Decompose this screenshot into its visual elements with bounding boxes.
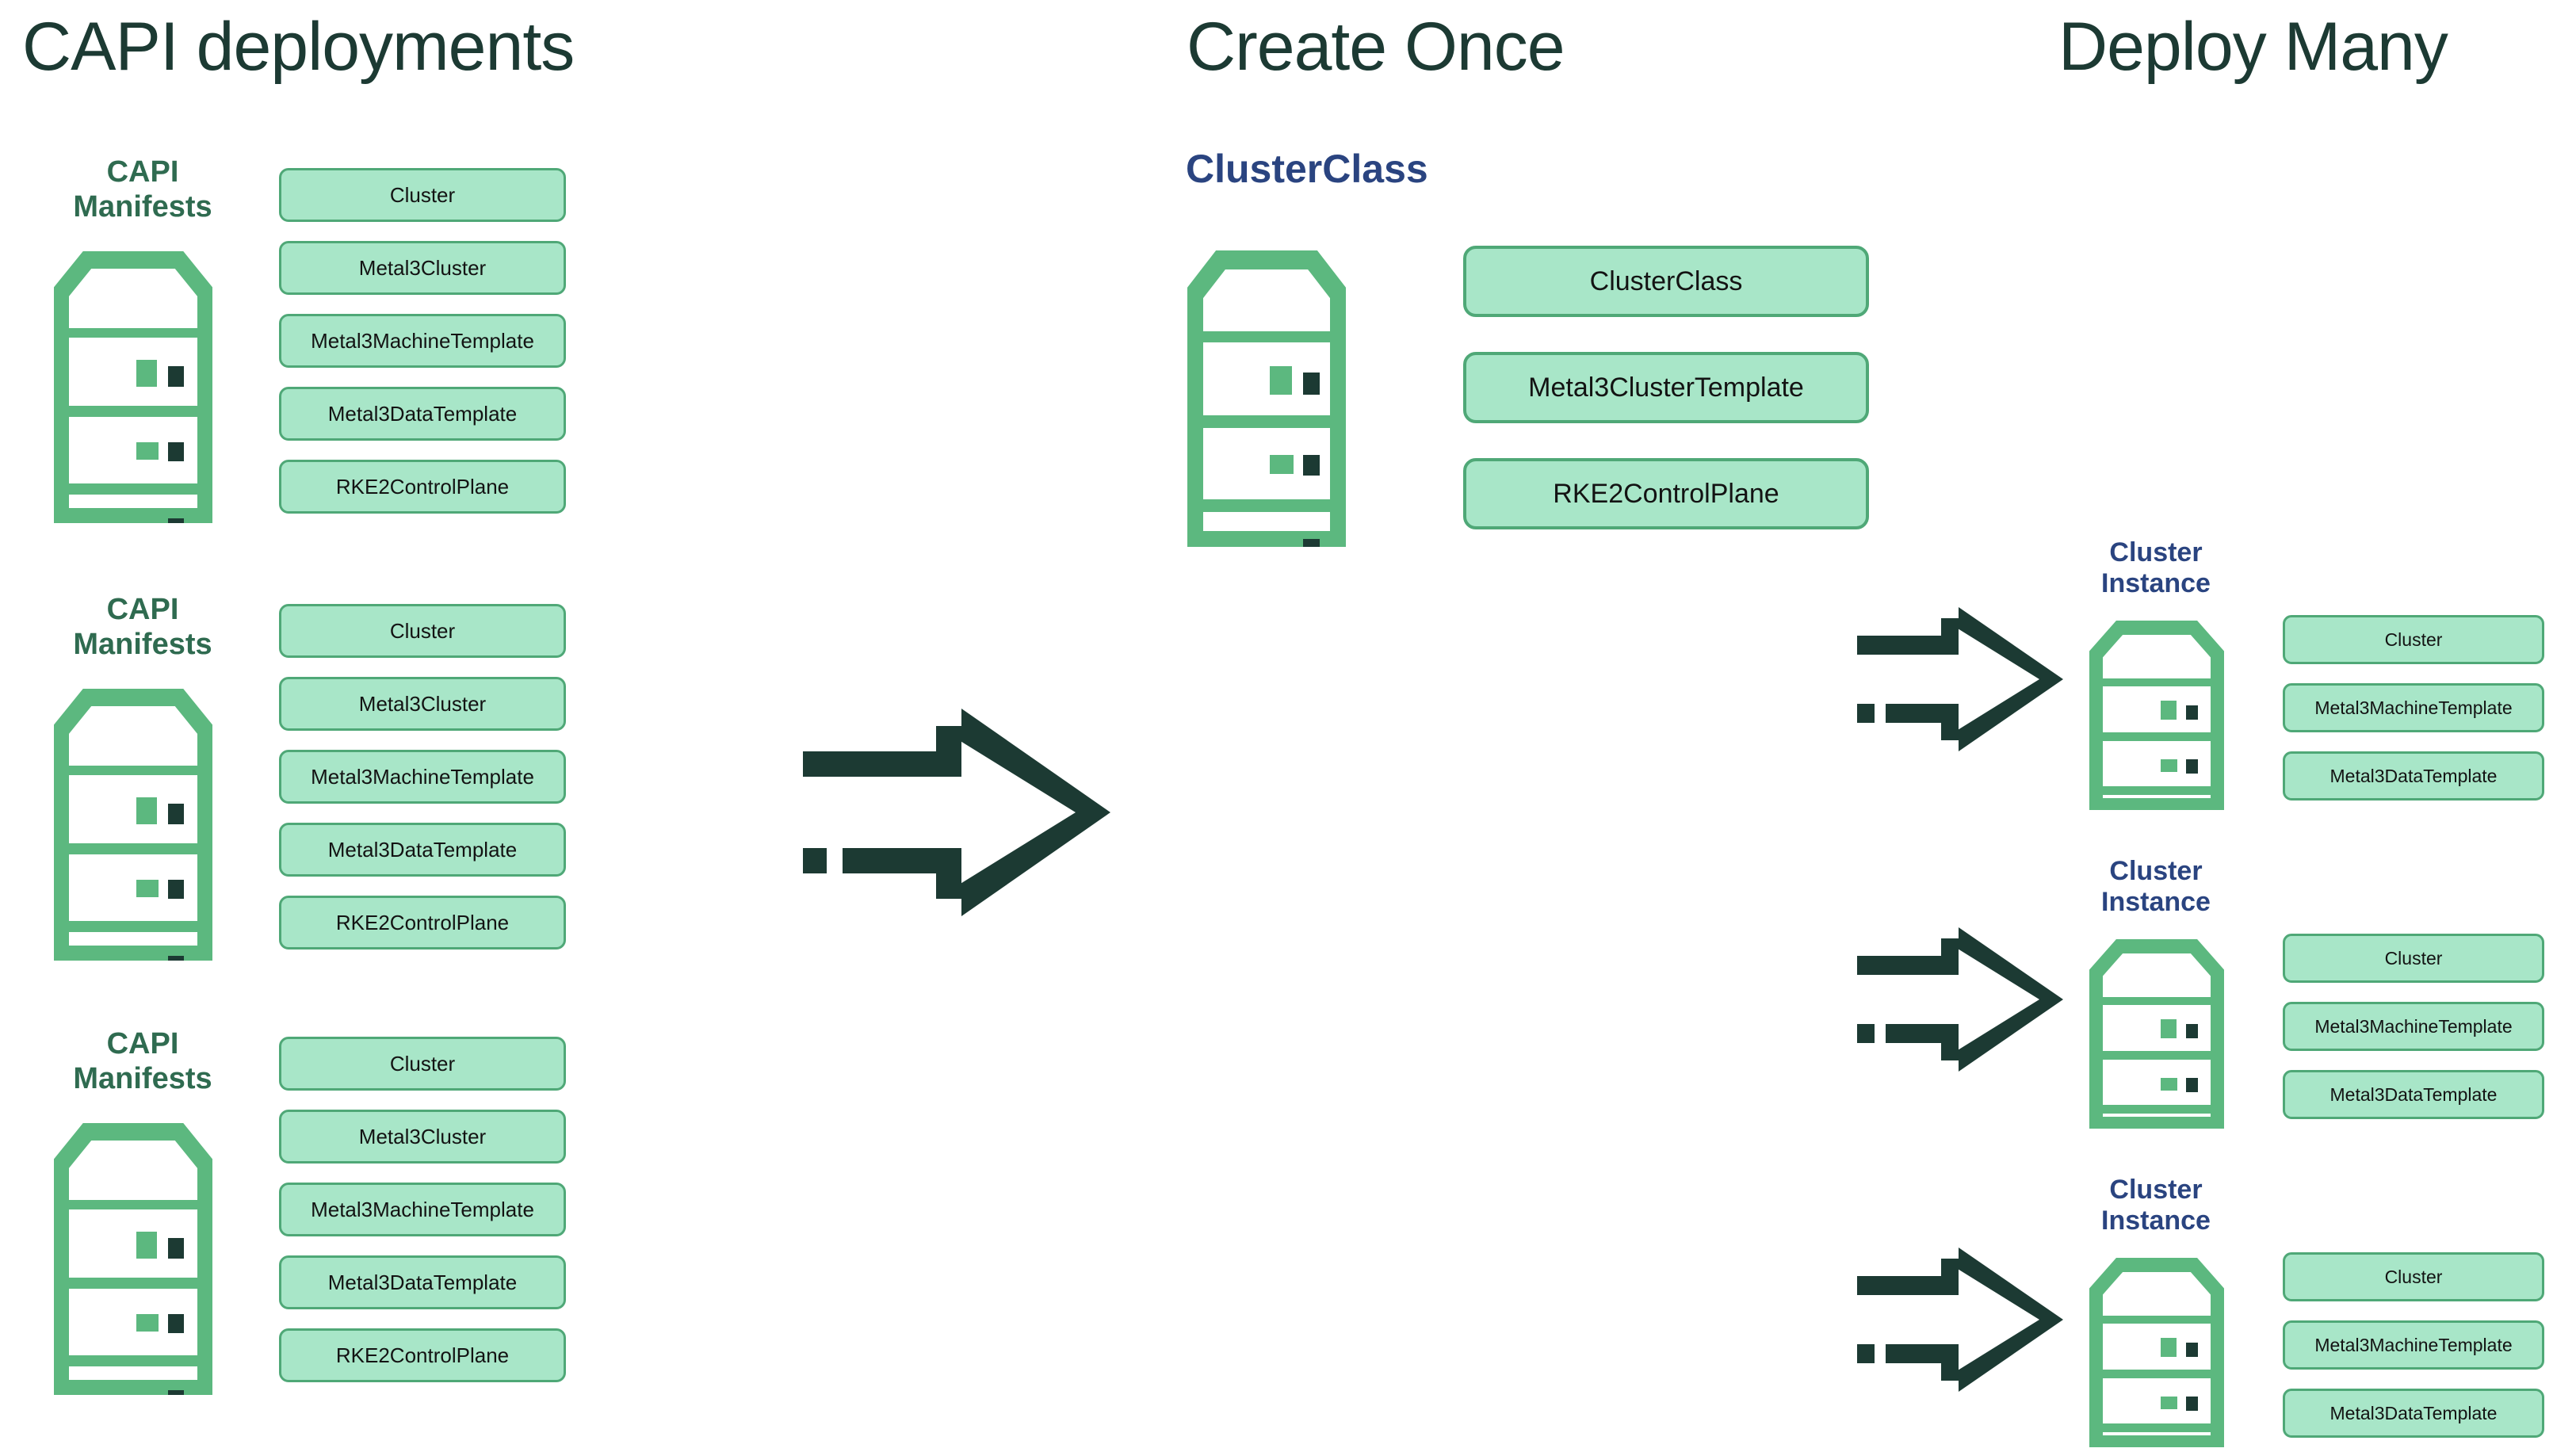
manifest-box: RKE2ControlPlane [279,896,566,950]
clusterclass-box: ClusterClass [1463,246,1869,317]
server-rack-icon [54,230,212,523]
dashed-outline-arrow-right-icon [1852,604,2066,755]
instance-box: Metal3MachineTemplate [2283,1320,2544,1370]
manifest-box: Cluster [279,168,566,222]
group-caption-cluster-instance-1: Cluster Instance [2101,537,2211,599]
server-rack-icon [2089,607,2224,810]
instance-box: Cluster [2283,1252,2544,1301]
dashed-outline-arrow-right-icon [1852,1244,2066,1395]
manifest-box: Metal3MachineTemplate [279,750,566,804]
heading-capi-deployments: CAPI deployments [22,9,575,85]
instance-box: Cluster [2283,934,2544,983]
group-caption-cluster-instance-2: Cluster Instance [2101,856,2211,918]
dashed-outline-arrow-right-icon [797,705,1114,919]
group-caption-capi-manifests-1: CAPI Manifests [73,155,212,224]
manifest-box: Cluster [279,1037,566,1091]
heading-deploy-many: Deploy Many [2058,9,2448,85]
instance-box: Metal3DataTemplate [2283,1389,2544,1438]
server-rack-icon [54,1102,212,1395]
manifest-box: Metal3DataTemplate [279,387,566,441]
instance-box: Metal3DataTemplate [2283,751,2544,801]
manifest-box: Metal3Cluster [279,677,566,731]
manifest-box: Metal3DataTemplate [279,1255,566,1309]
heading-create-once: Create Once [1187,9,1565,85]
instance-box: Cluster [2283,615,2544,664]
server-rack-icon [2089,1244,2224,1447]
manifest-box: Metal3Cluster [279,241,566,295]
instance-box: Metal3MachineTemplate [2283,683,2544,732]
group-caption-cluster-instance-3: Cluster Instance [2101,1175,2211,1236]
clusterclass-box: RKE2ControlPlane [1463,458,1869,529]
manifest-box: Cluster [279,604,566,658]
manifest-box: Metal3MachineTemplate [279,1183,566,1236]
manifest-box: RKE2ControlPlane [279,1328,566,1382]
subheading-clusterclass: ClusterClass [1186,147,1428,191]
instance-box: Metal3DataTemplate [2283,1070,2544,1119]
group-caption-capi-manifests-2: CAPI Manifests [73,593,212,661]
server-rack-icon [2089,926,2224,1129]
instance-box: Metal3MachineTemplate [2283,1002,2544,1051]
dashed-outline-arrow-right-icon [1852,924,2066,1075]
server-rack-icon [54,667,212,961]
manifest-box: Metal3DataTemplate [279,823,566,877]
manifest-box: RKE2ControlPlane [279,460,566,514]
clusterclass-box: Metal3ClusterTemplate [1463,352,1869,423]
group-caption-capi-manifests-3: CAPI Manifests [73,1027,212,1095]
manifest-box: Metal3Cluster [279,1110,566,1164]
server-rack-icon [1187,230,1346,547]
manifest-box: Metal3MachineTemplate [279,314,566,368]
